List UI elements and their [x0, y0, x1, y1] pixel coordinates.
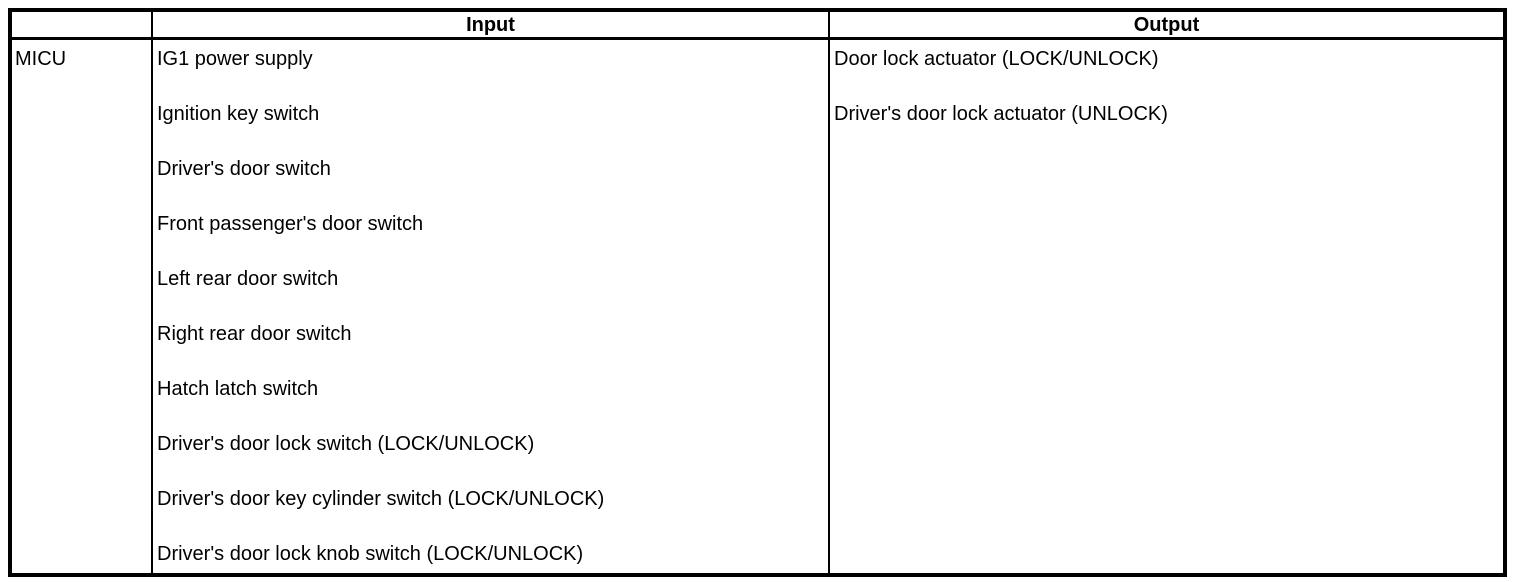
- input-item: Driver's door lock switch (LOCK/UNLOCK): [157, 433, 535, 455]
- input-item: Front passenger's door switch: [157, 213, 424, 235]
- input-item: Right rear door switch: [157, 323, 352, 345]
- input-item: IG1 power supply: [157, 48, 313, 70]
- input-item: Left rear door switch: [157, 268, 339, 290]
- input-item: Driver's door switch: [157, 158, 331, 180]
- input-cell: IG1 power supply Ignition key switch Dri…: [153, 40, 830, 573]
- table-body-row: MICU IG1 power supply Ignition key switc…: [12, 40, 1503, 573]
- output-item: Door lock actuator (LOCK/UNLOCK): [834, 48, 1159, 70]
- input-item: Driver's door key cylinder switch (LOCK/…: [157, 488, 605, 510]
- input-item: Driver's door lock knob switch (LOCK/UNL…: [157, 543, 584, 565]
- input-item: Hatch latch switch: [157, 378, 319, 400]
- header-cell-unit: [12, 12, 153, 37]
- unit-cell: MICU: [12, 40, 153, 573]
- output-cell: Door lock actuator (LOCK/UNLOCK) Driver'…: [830, 40, 1503, 573]
- io-table: Input Output MICU IG1 power supply Ignit…: [8, 8, 1507, 577]
- output-item: Driver's door lock actuator (UNLOCK): [834, 103, 1168, 125]
- unit-label: MICU: [15, 48, 67, 70]
- header-cell-output: Output: [1133, 13, 1200, 36]
- header-cell-input: Input: [153, 12, 830, 37]
- input-item: Ignition key switch: [157, 103, 320, 125]
- table-header-row: Input Output: [12, 12, 1503, 40]
